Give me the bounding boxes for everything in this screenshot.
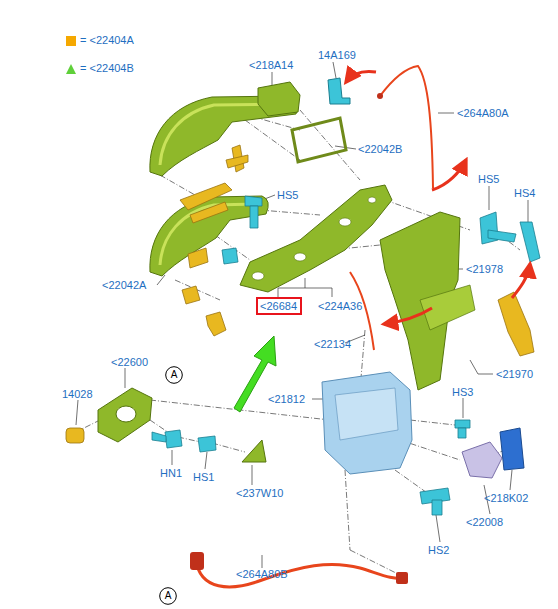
part-number: <218A14 (249, 59, 293, 72)
part-number: 14028 (62, 388, 93, 401)
part-number: <264A80A (457, 107, 509, 120)
reference-circle: A (165, 366, 183, 384)
part-number: HS3 (452, 386, 473, 399)
part-number: 14A169 (318, 49, 356, 62)
part-number: <237W10 (236, 487, 283, 500)
part-number: HS1 (193, 471, 214, 484)
legend-text: = <22404B (80, 62, 134, 74)
part-number: <22600 (111, 356, 148, 369)
legend-swatch (66, 36, 76, 46)
part-number: <22134 (314, 338, 351, 351)
legend-entry: = <22404B (66, 62, 134, 75)
part-number: <264A80B (236, 568, 288, 581)
part-number: HS5 (478, 173, 499, 186)
part-number: <218K02 (484, 492, 528, 505)
legend-text: = <22404A (80, 34, 134, 46)
reference-circle: A (159, 587, 177, 605)
part-number: <21978 (466, 263, 503, 276)
part-number: HN1 (160, 467, 182, 480)
part-number: HS2 (428, 544, 449, 557)
reference-letter: A (171, 369, 178, 381)
part-number: <21970 (496, 368, 533, 381)
part-number: HS4 (514, 187, 535, 200)
part-number: <21812 (268, 393, 305, 406)
part-number: <22008 (466, 516, 503, 529)
highlight-box: <26684 (256, 297, 302, 315)
legend-entry: = <22404A (66, 34, 134, 47)
reference-letter: A (165, 590, 172, 602)
part-number: <22042A (102, 279, 146, 292)
part-number: HS5 (277, 189, 298, 202)
part-number: <224A36 (318, 300, 362, 313)
legend-triangle (66, 64, 76, 74)
part-number: <26684 (260, 300, 298, 312)
part-number: <22042B (358, 143, 402, 156)
